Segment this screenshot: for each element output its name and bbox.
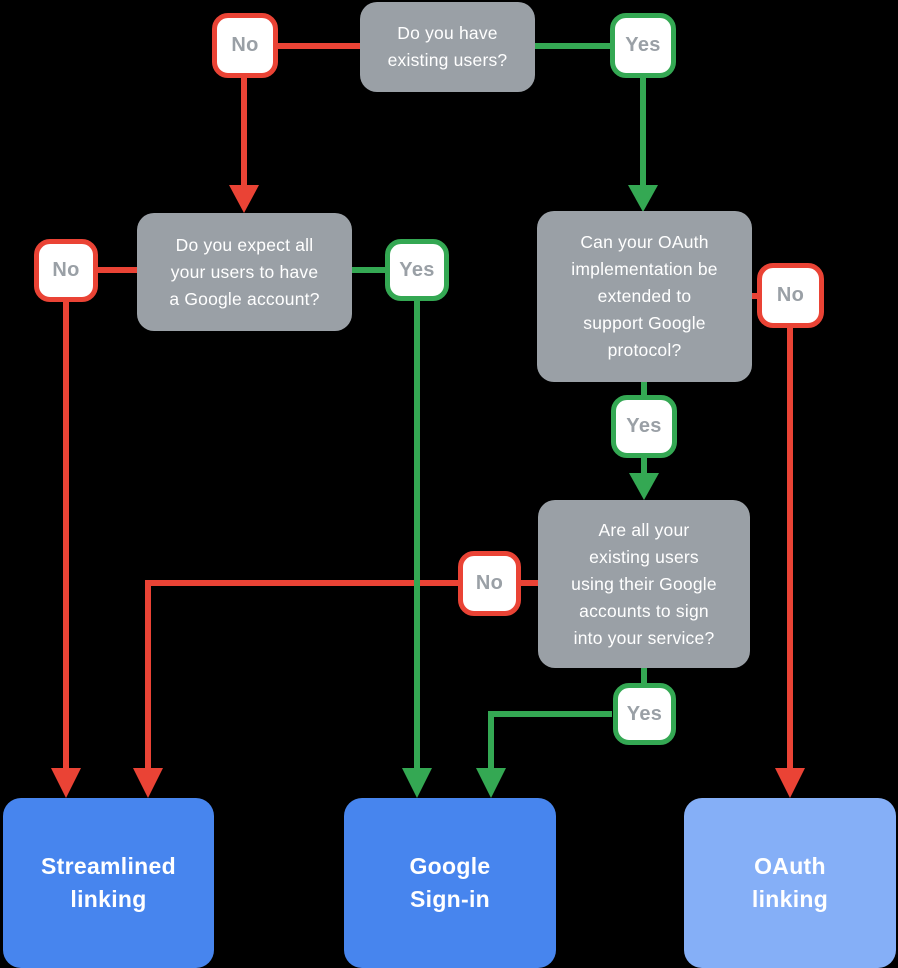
q1-no-badge: No [212,13,278,78]
q3-yes-badge: Yes [611,395,677,458]
q3-no-badge: No [757,263,824,328]
outcome-oauth-linking: OAuth linking [684,798,896,968]
question-text-line: Do you expect all [175,234,314,255]
question-expect-google-account: Do you expect all your users to have a G… [137,213,352,331]
badge-label: Yes [626,415,662,437]
q4-yes-badge: Yes [613,683,676,745]
q1-yes-badge: Yes [610,13,676,78]
edge-q2-yes-to-google-sign-in [349,267,432,798]
question-text-line: support Google [583,313,706,333]
question-text-line: implementation be [571,259,718,279]
edge-q2-no-to-streamlined-linking [51,267,139,798]
outcome-streamlined-linking: Streamlined linking [3,798,214,968]
question-oauth-extendable: Can your OAuth implementation be extende… [537,211,752,382]
question-text-line: accounts to sign [579,600,709,621]
badge-label: Yes [626,702,663,725]
outcome-google-sign-in: Google Sign-in [344,798,556,968]
q2-no-badge: No [34,239,98,302]
question-text-line: Are all your [598,519,690,540]
badge-label: No [52,259,80,281]
outcome-label-line: Streamlined [41,853,176,879]
outcome-label-line: linking [70,886,147,912]
question-text-line: into your service? [573,627,715,648]
question-text-line: extended to [597,286,692,306]
edge-q3-yes-to-q4 [629,380,659,500]
edge-q4-yes-to-google-sign-in [476,666,647,798]
badge-label: No [776,284,805,306]
question-text-line: existing users? [387,50,508,70]
question-text-line: a Google account? [169,288,320,309]
question-text-line: existing users [589,546,699,567]
edge-q1-no-to-q2 [229,43,362,213]
edge-q3-no-to-oauth-linking [748,293,805,798]
question-text-line: Do you have [397,23,498,43]
edge-q1-yes-to-q3 [533,43,658,212]
badge-label: No [231,34,259,56]
question-text-line: your users to have [170,261,319,282]
badge-label: Yes [625,34,661,56]
badge-label: Yes [399,258,435,281]
q2-yes-badge: Yes [385,239,449,301]
badge-label: No [475,572,504,594]
question-users-sign-in-with-google: Are all your existing users using their … [538,500,750,668]
edge-q4-no-to-streamlined-linking [133,580,539,798]
outcome-label-line: OAuth [754,853,826,879]
question-text-line: protocol? [607,340,682,360]
question-existing-users: Do you have existing users? [360,2,535,92]
q4-no-badge: No [458,551,521,616]
question-text-line: using their Google [571,573,717,594]
outcome-label-line: Sign-in [409,886,491,912]
outcome-label-line: Google [409,853,491,879]
outcome-label-line: linking [751,886,829,912]
question-text-line: Can your OAuth [580,232,709,252]
